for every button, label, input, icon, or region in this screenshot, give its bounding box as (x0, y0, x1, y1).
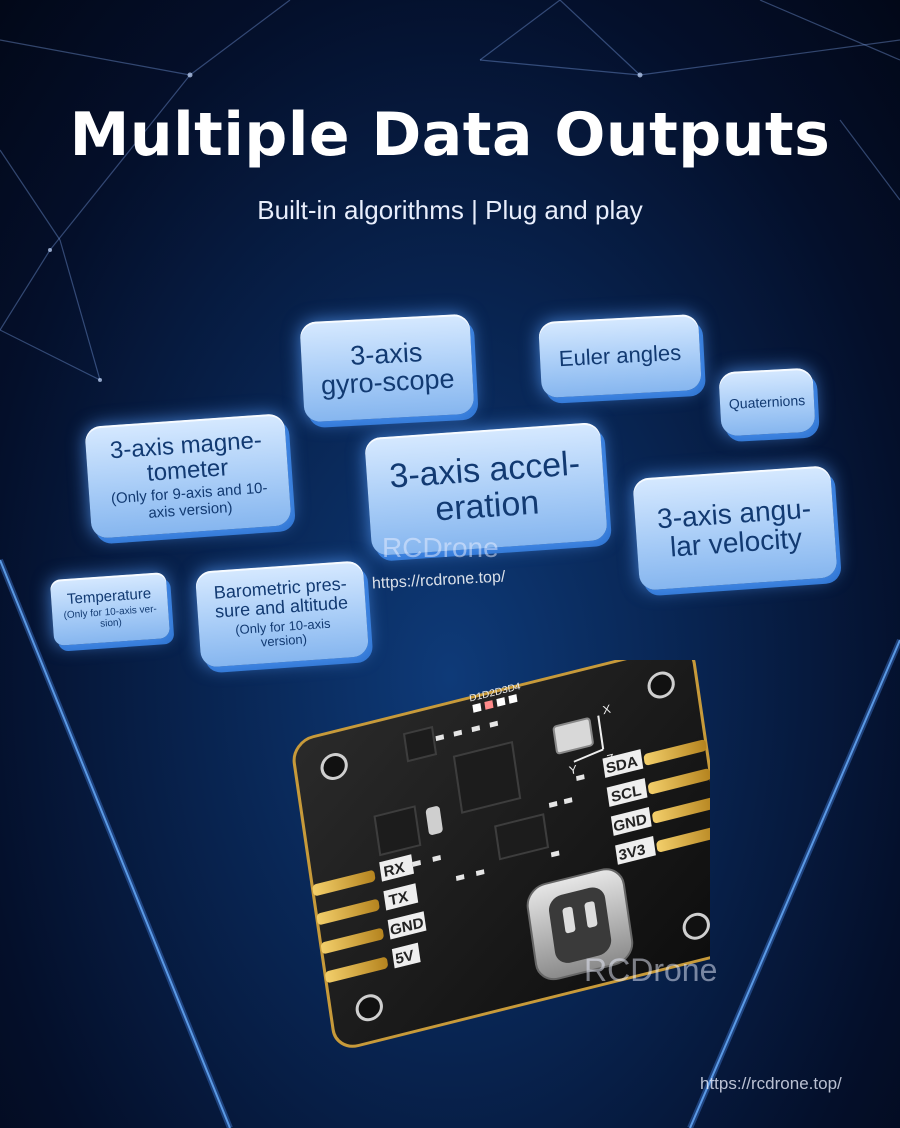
card-barometric-note: (Only for 10-axis version) (234, 615, 331, 650)
card-magnetometer: 3-axis magne-tometer (Only for 9-axis an… (84, 413, 292, 539)
usb-c-connector (526, 868, 634, 981)
card-angular-velocity-text: 3-axis angu-lar velocity (656, 492, 812, 563)
card-gyroscope-text: 3-axis gyro-scope (320, 336, 456, 401)
card-acceleration-text: 3-axis accel-eration (388, 444, 582, 529)
watermark-brand-bottom: RCDrone (584, 952, 718, 988)
pin-label-rx: RX (383, 859, 406, 881)
card-quaternions: Quaternions (718, 367, 816, 437)
board-axis-y: Y (568, 762, 578, 777)
card-euler-text: Euler angles (558, 340, 682, 372)
card-temperature-note: (Only for 10-axis ver-sion) (63, 604, 158, 631)
card-euler-angles: Euler angles (538, 313, 702, 399)
imu-circuit-board: D1D2D3D4 X Y Z (250, 645, 735, 1070)
pin-label-scl: SCL (610, 782, 642, 806)
imu-board-illustration: D1D2D3D4 X Y Z (292, 645, 735, 1048)
page-subtitle: Built-in algorithms | Plug and play (257, 195, 643, 225)
page-title: Multiple Data Outputs (69, 100, 831, 170)
pin-label-tx: TX (388, 888, 410, 909)
card-temperature-text: Temperature (66, 584, 152, 608)
card-magnetometer-note: (Only for 9-axis and 10-axis version) (110, 479, 268, 522)
watermark-url-bottom: https://rcdrone.top/ (700, 1074, 842, 1093)
pin-label-3v3: 3V3 (618, 841, 647, 864)
card-quaternions-text: Quaternions (728, 391, 806, 412)
watermark-brand-center: RCDrone (382, 532, 499, 563)
card-gyroscope: 3-axis gyro-scope (299, 313, 475, 423)
card-barometric-text: Barometric pres-sure and altitude (213, 573, 349, 622)
card-temperature: Temperature (Only for 10-axis ver-sion) (49, 572, 171, 646)
card-angular-velocity: 3-axis angu-lar velocity (632, 465, 838, 591)
pin-label-5v: 5V (394, 947, 415, 968)
board-axis-x: X (602, 702, 612, 717)
card-barometric: Barometric pres-sure and altitude (Only … (194, 560, 370, 668)
card-magnetometer-text: 3-axis magne-tometer (109, 426, 263, 487)
